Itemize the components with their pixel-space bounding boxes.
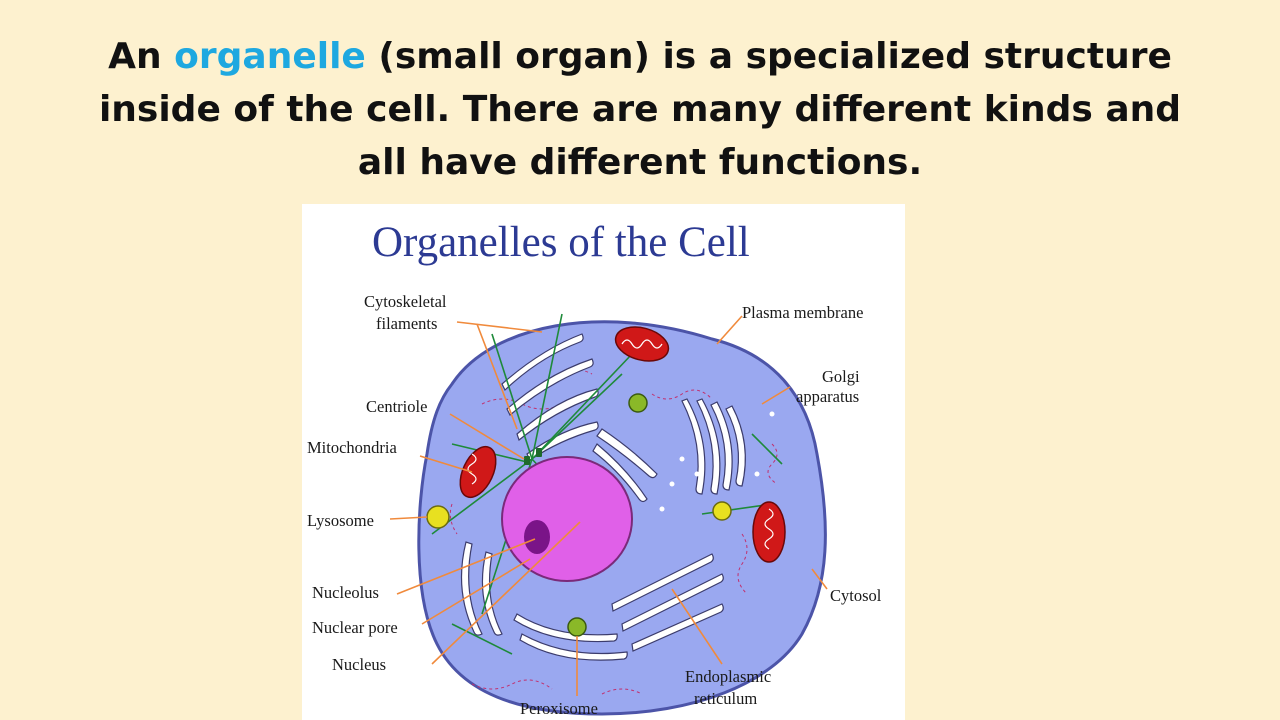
label-golgi: Golgi	[822, 367, 860, 386]
cell-diagram: Organelles of the Cell	[302, 204, 905, 720]
peroxisomes	[567, 393, 648, 637]
heading-line-1: An organelle (small organ) is a speciali…	[0, 30, 1280, 83]
mitochondria	[459, 326, 786, 563]
nucleus	[501, 456, 633, 582]
heading-text: (small organ) is a specialized structure	[365, 36, 1172, 77]
label-plasma-membrane: Plasma membrane	[742, 303, 863, 322]
label-golgi-2: apparatus	[796, 387, 859, 406]
label-mitochondria: Mitochondria	[307, 438, 397, 457]
label-er-2: reticulum	[694, 689, 757, 708]
cell-diagram-svg: Organelles of the Cell	[307, 219, 882, 718]
label-cytosol: Cytosol	[830, 586, 882, 605]
diagram-title: Organelles of the Cell	[372, 219, 750, 266]
label-nucleus: Nucleus	[332, 655, 386, 674]
highlighted-term: organelle	[174, 36, 366, 77]
label-nucleolus: Nucleolus	[312, 583, 379, 602]
label-lysosome: Lysosome	[307, 511, 374, 530]
slide-heading: An organelle (small organ) is a speciali…	[0, 30, 1280, 189]
label-cytoskeletal-2: filaments	[376, 314, 437, 333]
label-centriole: Centriole	[366, 397, 427, 416]
nucleolus	[524, 520, 550, 554]
centriole	[524, 448, 542, 465]
label-peroxisome: Peroxisome	[520, 699, 598, 718]
ribosomes	[659, 411, 775, 512]
heading-text: An	[108, 36, 175, 77]
heading-line-3: all have different functions.	[357, 142, 923, 183]
label-er: Endoplasmic	[685, 667, 771, 686]
leader-lines	[389, 315, 828, 696]
golgi-apparatus	[681, 398, 746, 495]
heading-line-2: inside of the cell. There are many diffe…	[98, 89, 1182, 130]
label-cytoskeletal: Cytoskeletal	[364, 292, 447, 311]
label-nuclear-pore: Nuclear pore	[312, 618, 398, 637]
